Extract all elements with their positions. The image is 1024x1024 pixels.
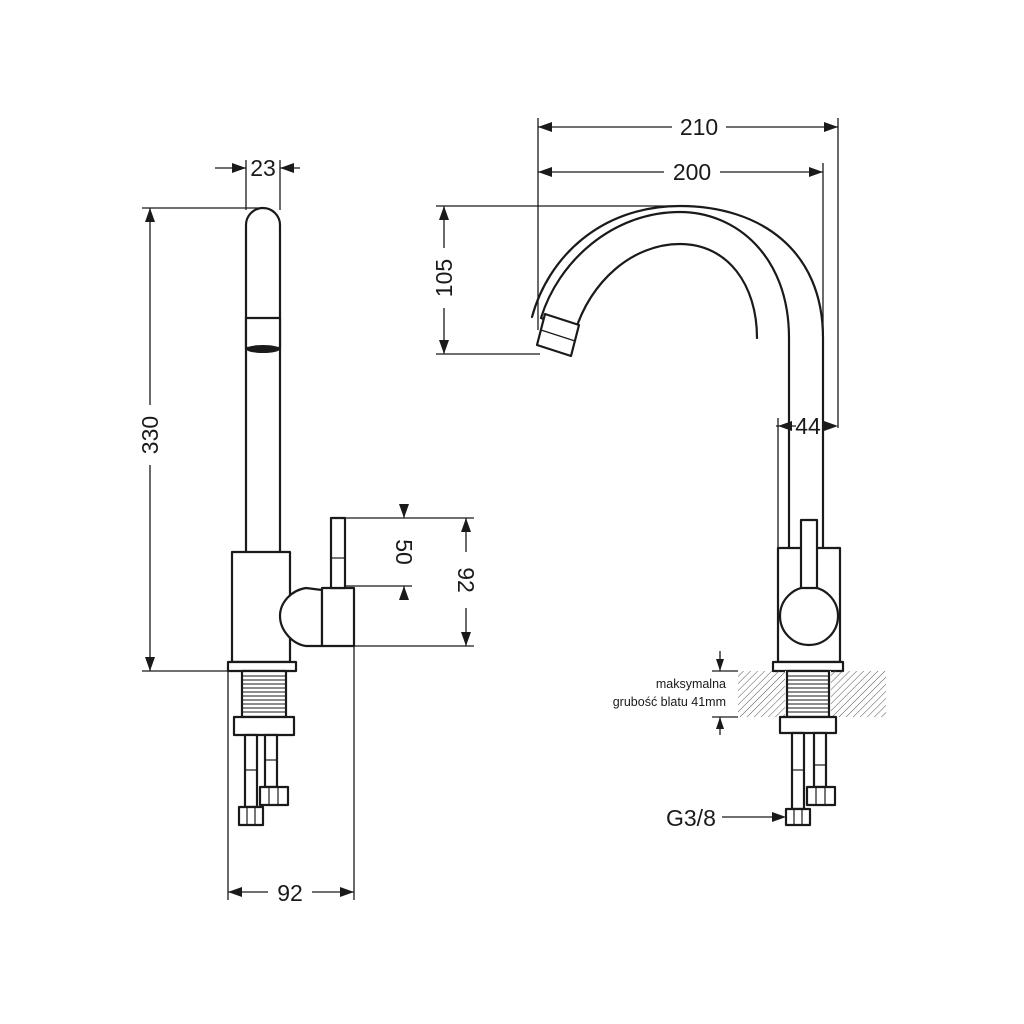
dim-front-spout-drop: 105	[431, 205, 680, 355]
front-base-plate	[771, 660, 845, 673]
front-handle-lever	[799, 518, 819, 590]
side-body	[230, 550, 292, 664]
dim-side-top-width: 23	[215, 155, 300, 210]
front-handle-round	[778, 585, 840, 647]
callout-hose-thread-label: G3/8	[666, 805, 716, 831]
note-max-thickness-line2: grubość blatu 41mm	[613, 695, 726, 709]
side-mounting-nut	[232, 715, 296, 737]
side-threaded-shank	[240, 669, 288, 719]
dim-front-reach-total: 210	[537, 114, 839, 428]
dim-front-reach-total-label: 210	[680, 114, 718, 140]
dim-side-height-label: 330	[137, 416, 163, 454]
dim-front-spout-drop-label: 105	[431, 259, 457, 297]
dim-front-reach-spout-label: 200	[673, 159, 711, 185]
front-arched-spout	[530, 204, 825, 550]
side-handle-dome	[278, 586, 324, 648]
side-spout-tube	[244, 206, 282, 554]
dim-front-countertop-thickness: maksymalna grubość blatu 41mm	[613, 651, 738, 735]
dim-side-body-height-label: 92	[453, 567, 479, 593]
side-handle-block	[320, 586, 356, 648]
side-handle-lever	[329, 516, 347, 590]
dim-side-base-width: 92	[227, 646, 355, 906]
front-threaded-shank	[785, 669, 831, 719]
dim-front-body-width-label: 44	[795, 413, 821, 439]
note-max-thickness-line1: maksymalna	[656, 677, 726, 691]
front-mounting-nut	[778, 715, 838, 735]
dim-side-height: 330	[137, 207, 262, 672]
dim-side-handle-height-label: 50	[391, 539, 417, 565]
side-view: 23 330 50	[137, 155, 479, 906]
front-supply-hoses	[784, 731, 837, 827]
dim-front-reach-spout: 200	[538, 159, 824, 338]
callout-hose-thread: G3/8	[666, 805, 786, 831]
front-view: 210 200 105 44	[431, 114, 886, 831]
dim-side-body-height: 92	[354, 517, 479, 647]
dim-front-body-width: 44	[776, 413, 838, 548]
dim-side-handle-height: 50	[345, 504, 417, 600]
dim-side-base-width-label: 92	[277, 880, 303, 906]
side-base-plate	[226, 660, 298, 673]
side-supply-hoses	[237, 733, 290, 827]
dim-side-top-width-label: 23	[250, 155, 276, 181]
